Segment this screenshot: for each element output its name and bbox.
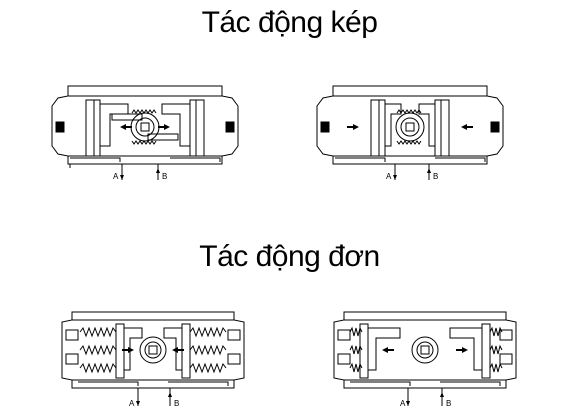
port-b-label: B — [162, 172, 167, 181]
port-a-label: A — [400, 399, 406, 408]
port-a-label: A — [113, 172, 119, 181]
actuator-double-acting-left: A B — [51, 85, 239, 181]
title-single-acting: Tác động đơn — [199, 240, 380, 273]
port-b-label: B — [174, 399, 179, 408]
port-b-label: B — [446, 399, 451, 408]
actuator-single-acting-right: A B — [333, 311, 517, 408]
port-b-label: B — [433, 172, 438, 181]
port-a-label: A — [386, 172, 392, 181]
title-double-acting: Tác động kép — [201, 6, 378, 39]
actuator-double-acting-right: A B — [316, 85, 504, 181]
port-a-label: A — [129, 399, 135, 408]
actuator-single-acting-left: A B — [61, 311, 245, 408]
